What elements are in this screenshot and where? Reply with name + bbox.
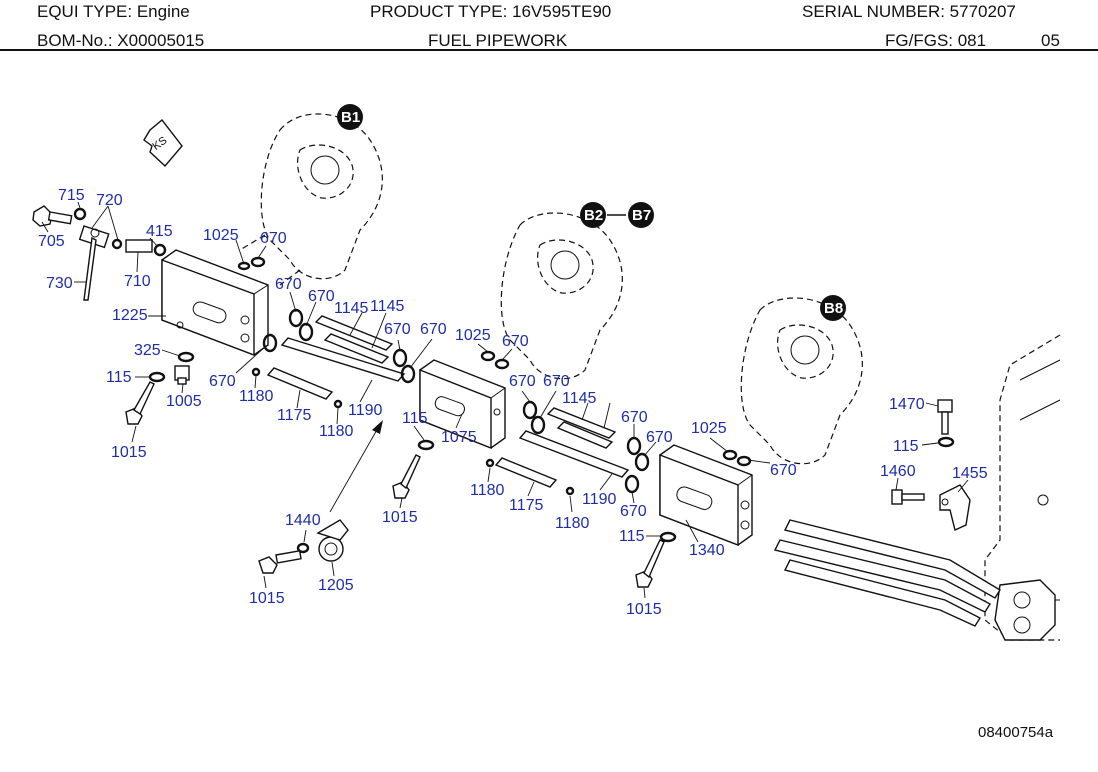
part-label: 1205 [318,577,354,594]
part-label: 115 [619,528,645,545]
adapter-710 [125,239,167,257]
sheet-number: 05 [1041,31,1060,50]
distributor-block-1340 [659,444,753,547]
part-label: 720 [96,192,123,209]
part-label: 1340 [689,542,725,559]
part-label: 1075 [441,429,477,446]
drawing-number: 08400754a [978,724,1054,741]
svg-text:B8: B8 [824,300,843,317]
distributor-block-1225 [161,249,269,357]
fg-fgs: FG/FGS: 081 [885,31,987,50]
direction-marker: KS [143,118,183,168]
leader-lines [41,201,969,599]
part-label: 670 [209,373,236,390]
part-label: 1180 [555,515,590,532]
bolt-1015-a [125,381,155,425]
part-label: 670 [275,276,302,293]
o-ring-group [148,256,955,554]
hose-lines [773,519,1001,627]
part-label: 1015 [382,509,418,526]
part-label: 1440 [285,512,321,529]
part-label: 715 [58,187,85,204]
part-label: 1145 [334,300,369,317]
svg-text:B7: B7 [632,207,651,224]
part-label: 115 [106,369,132,386]
part-label: 1455 [952,465,988,482]
part-label: 670 [308,288,335,305]
part-label: 1015 [111,444,147,461]
part-label: 1025 [455,327,491,344]
part-label: 1180 [239,388,274,405]
part-label: 1145 [370,298,405,315]
part-label: 1145 [562,390,597,407]
part-label: 710 [124,273,151,290]
svg-text:B1: B1 [341,109,360,126]
badge-b2: B2 [580,202,606,228]
banjo-bolt-705 [32,205,73,227]
part-label: 1180 [470,482,505,499]
part-label: 670 [543,373,570,390]
part-label: 1470 [889,396,925,413]
drawing-title: FUEL PIPEWORK [428,31,568,50]
pipe-set-2 [494,407,630,488]
part-label: 115 [893,438,919,455]
part-label: 670 [620,503,647,520]
assembly-arrow [329,420,383,513]
pump-outline-b8 [740,297,863,465]
pipe-set-1 [266,315,406,400]
part-label: 1025 [691,420,727,437]
part-label: 670 [509,373,536,390]
bracket-1455 [939,484,971,531]
part-label: 115 [402,410,428,427]
part-label: 1015 [249,590,285,607]
part-label: 670 [384,321,411,338]
screw-1470 [937,399,953,435]
header-rule [0,49,1098,51]
part-label: 325 [134,342,161,359]
engine-block-outline [984,334,1061,641]
part-label: 730 [46,275,73,292]
part-label: 1015 [626,601,662,618]
bolt-1015-d [635,539,665,588]
part-label: 1175 [509,497,544,514]
equi-type: EQUI TYPE: Engine [37,2,190,21]
part-label: 705 [38,233,65,250]
product-type: PRODUCT TYPE: 16V595TE90 [370,2,612,21]
part-label: 1180 [319,423,354,440]
serial-number: SERIAL NUMBER: 5770207 [802,2,1016,21]
part-label: 415 [146,223,173,240]
screw-1460 [891,489,925,505]
svg-text:B2: B2 [584,207,603,224]
badge-b7: B7 [628,202,654,228]
part-label: 670 [646,429,673,446]
part-label: 1175 [277,407,312,424]
part-label: 670 [420,321,447,338]
part-label: 670 [770,462,797,479]
washer-715 [73,207,87,221]
part-label: 1025 [203,227,239,244]
part-label: 1190 [348,402,383,419]
bom-number: BOM-No.: X00005015 [37,31,205,50]
part-label: 1005 [166,393,202,410]
distributor-block-1075 [419,359,506,450]
part-label: 1190 [582,491,617,508]
pump-outline-b2-b7 [500,212,623,380]
banjo-pipe-720-730 [78,225,123,301]
badge-b1: B1 [337,104,363,130]
part-labels: 715 720 705 415 710 730 1025 670 670 670… [38,187,988,618]
bolt-1015-c [258,550,302,574]
clamp-1205 [316,519,349,562]
part-label: 1225 [112,307,148,324]
part-label: 1460 [880,463,916,480]
badge-b8: B8 [820,295,846,321]
part-label: 670 [260,230,287,247]
plug-1005 [174,365,190,385]
part-label: 670 [621,409,648,426]
part-label: 670 [502,333,529,350]
bolt-1015-b [392,454,421,499]
